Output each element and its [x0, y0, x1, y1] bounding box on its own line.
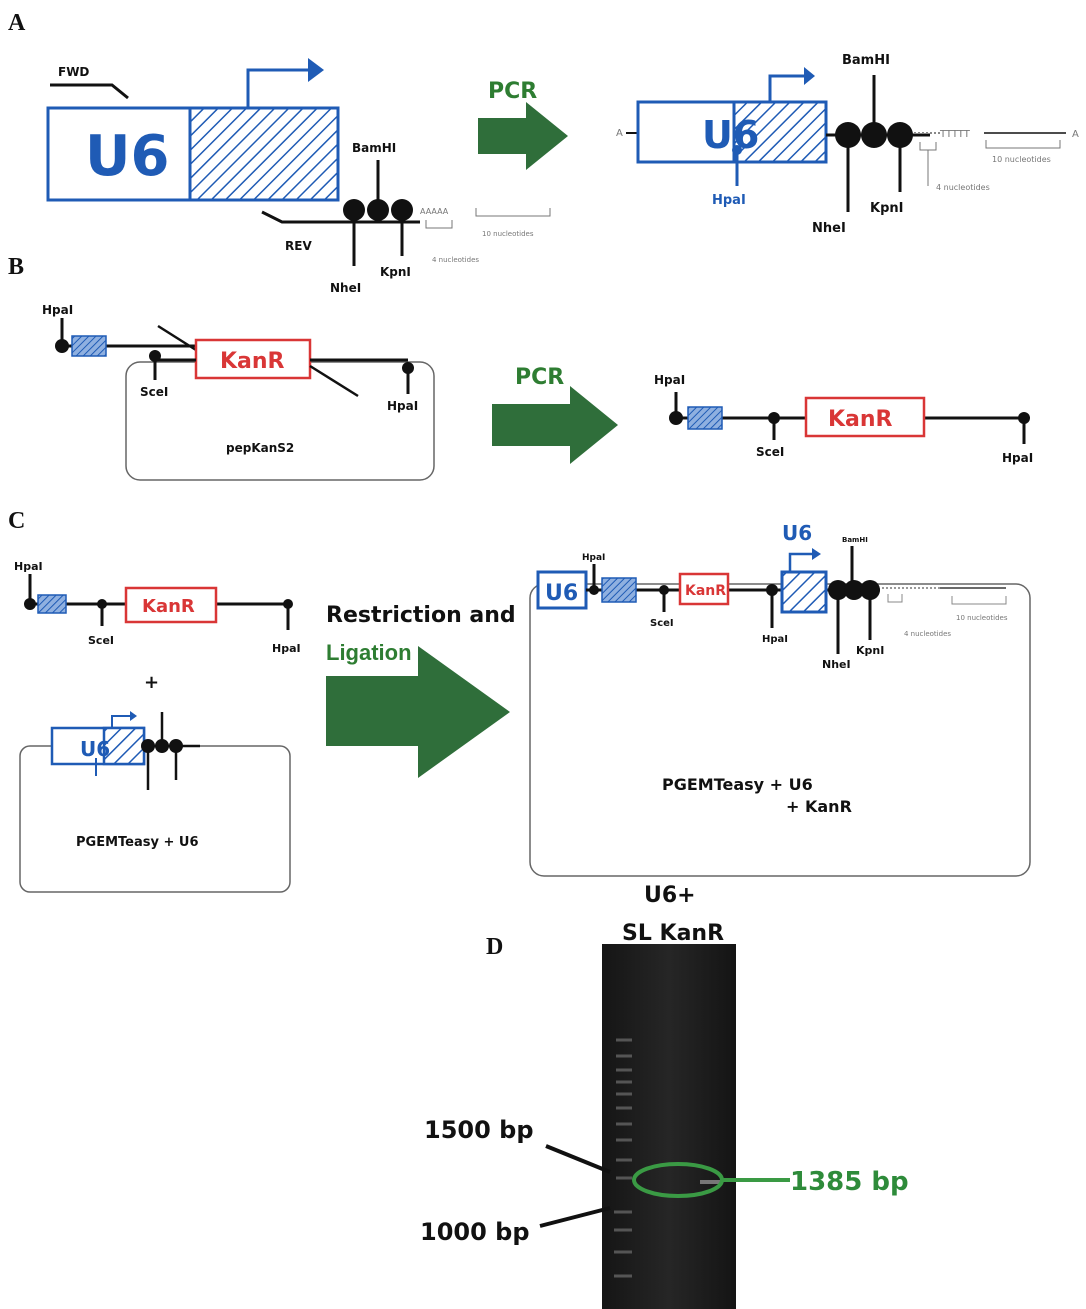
panel-d-letter: D: [486, 934, 503, 960]
scei-label-c-2: SceI: [650, 618, 674, 629]
u6-label-c-2: U6: [545, 581, 578, 606]
ladder-bands: [614, 1038, 632, 1278]
kanr-label-b: KanR: [220, 349, 285, 374]
bamhi-label-c: BamHI: [842, 536, 868, 544]
pgemteasy-u6-plasmid: [19, 745, 291, 893]
kanr-label-c-1: KanR: [142, 596, 195, 617]
plus-sign: +: [144, 672, 159, 693]
lane-title-2: SL KanR: [622, 921, 724, 946]
kpni-label-a: KpnI: [870, 201, 903, 216]
fwd-label: FWD: [58, 65, 89, 79]
arrow-text-1: Restriction and: [326, 603, 516, 628]
rev-label: REV: [285, 239, 312, 253]
pcr-label-a: PCR: [488, 79, 537, 104]
poly-t: TTTTT: [939, 129, 971, 140]
pcr-product-a: A U6 HpaI BamHI NheI KpnI TTTTT A: [616, 53, 1079, 236]
hpai-label-c-2: HpaI: [272, 642, 301, 655]
ten-nt-label-a: 10 nucleotides: [992, 155, 1051, 164]
end-a-left: A: [616, 128, 623, 139]
tss-arrow-icon: [768, 74, 806, 102]
u6-label-c-3: U6: [782, 521, 812, 545]
right-arrow-icon: [492, 386, 618, 464]
scei-label-b-2: SceI: [756, 445, 784, 459]
kpni-label: KpnI: [380, 265, 411, 279]
pcr-label-b: PCR: [515, 365, 564, 390]
panel-a: A FWD U6 REV BamHI NheI: [8, 10, 1079, 295]
right-arrow-icon: [478, 102, 568, 170]
u6-promoter-box: U6: [46, 58, 340, 202]
kanr-label-c-2: KanR: [685, 583, 726, 599]
gel-image: [602, 944, 736, 1309]
scei-label-c-1: SceI: [88, 634, 114, 647]
u6-label: U6: [85, 124, 169, 189]
panel-a-letter: A: [8, 10, 26, 36]
marker-1500: 1500 bp: [424, 1116, 534, 1144]
bamhi-label: BamHI: [352, 141, 396, 155]
hpai-label-b-4: HpaI: [1002, 451, 1033, 465]
u6-label-c-1: U6: [80, 737, 110, 761]
panel-c: C HpaI SceI KanR HpaI + U6 PGEMTeasy + U…: [8, 508, 1031, 893]
plasmid-label: pepKanS2: [226, 441, 294, 455]
nhei-label-a: NheI: [812, 221, 846, 236]
rev-primer: REV: [261, 210, 420, 253]
four-nt-label-c: 4 nucleotides: [904, 630, 951, 638]
nhei-label: NheI: [330, 281, 361, 295]
hpai-label-b-1: HpaI: [42, 303, 73, 317]
lane-title-1: U6+: [644, 883, 696, 908]
hpai-label-a: HpaI: [712, 193, 746, 208]
pgemteasy-u6-kanr-plasmid: [529, 583, 1031, 877]
pepkans2-plasmid: [125, 361, 435, 481]
hpai-label-b-3: HpaI: [654, 373, 685, 387]
result-line-2: + KanR: [786, 797, 852, 816]
panel-b-letter: B: [8, 254, 24, 280]
result-line-1: PGEMTeasy + U6: [662, 775, 813, 794]
vector-u6-label: PGEMTeasy + U6: [76, 835, 199, 850]
tss-arrow-icon: [246, 68, 312, 108]
panel-d: D U6+ SL KanR 1385 bp 1500 bp 1000 bp: [420, 883, 909, 1309]
kanr-label-b-2: KanR: [828, 407, 893, 432]
kpni-label-c: KpnI: [856, 644, 884, 657]
ten-nt-label: 10 nucleotides: [482, 230, 534, 238]
bamhi-label-a: BamHI: [842, 53, 890, 68]
u6-product-label: U6: [702, 113, 759, 157]
hpai-label-c-4: HpaI: [762, 634, 788, 645]
hpai-label-c-3: HpaI: [582, 553, 605, 563]
right-arrow-icon: [326, 646, 510, 778]
panel-c-letter: C: [8, 508, 25, 534]
hpai-label-b-2: HpaI: [387, 399, 418, 413]
nhei-label-c: NheI: [822, 658, 851, 671]
poly-a: AAAAA: [420, 207, 449, 216]
pcr-arrow-a: PCR: [478, 79, 568, 170]
fwd-primer: FWD: [50, 65, 129, 100]
end-a-right: A: [1072, 129, 1079, 140]
ten-nt-label-c: 10 nucleotides: [956, 614, 1008, 622]
four-nt-label: 4 nucleotides: [432, 256, 479, 264]
marker-1000: 1000 bp: [420, 1218, 530, 1246]
scei-label-b-1: SceI: [140, 385, 168, 399]
hpai-label-c-1: HpaI: [14, 560, 43, 573]
panel-b: B pepKanS2 HpaI KanR SceI HpaI PCR HpaI: [8, 254, 1033, 481]
arrow-text-2: Ligation: [326, 640, 412, 665]
rev-restriction-sites: BamHI NheI KpnI AAAAA 10 nucleotides 4 n…: [330, 141, 551, 295]
band-label: 1385 bp: [790, 1167, 909, 1197]
four-nt-label-a: 4 nucleotides: [936, 183, 990, 192]
